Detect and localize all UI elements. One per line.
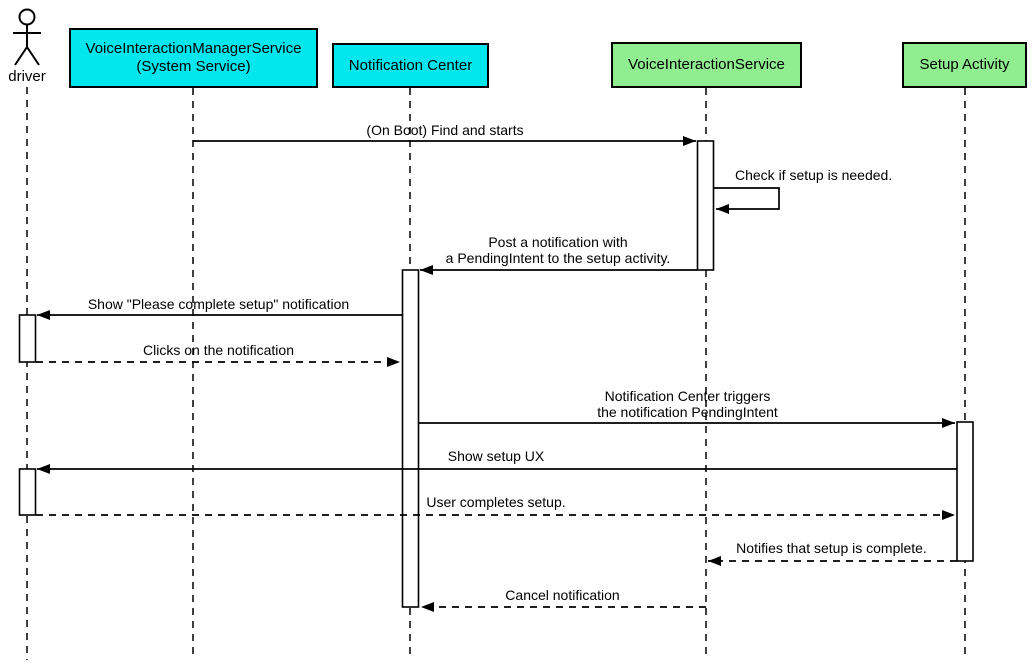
activation-setup <box>956 421 974 562</box>
activation-vis <box>696 140 715 271</box>
message-nc-triggers-pendingintent: Notification Center triggers the notific… <box>597 388 778 420</box>
message-cancel-notification: Cancel notification <box>505 587 620 603</box>
message-show-complete-setup-notification: Show "Please complete setup" notificatio… <box>87 296 350 312</box>
message-show-setup-ux: Show setup UX <box>447 448 545 464</box>
actor-driver-icon <box>13 8 41 66</box>
participant-voice-interaction-manager-service: VoiceInteractionManagerService (System S… <box>69 28 318 88</box>
activation-bars <box>18 140 974 608</box>
message-arrows <box>36 136 957 612</box>
message-on-boot-find-and-starts: (On Boot) Find and starts <box>366 122 524 138</box>
message-clicks-on-notification: Clicks on the notification <box>143 342 294 358</box>
message-user-completes-setup: User completes setup. <box>426 494 566 510</box>
participant-notification-center: Notification Center <box>332 43 489 88</box>
participant-setup-activity: Setup Activity <box>902 42 1027 88</box>
activation-driver2 <box>18 468 37 516</box>
message-post-notification: Post a notification with a PendingIntent… <box>445 234 671 266</box>
participant-driver-label: driver <box>8 68 46 85</box>
message-notifies-setup-complete: Notifies that setup is complete. <box>736 540 927 556</box>
message-check-if-setup-needed: Check if setup is needed. <box>735 167 893 183</box>
participant-voice-interaction-service: VoiceInteractionService <box>611 42 802 88</box>
activation-nc <box>401 269 420 608</box>
arrow-check-if-setup-needed <box>714 187 780 214</box>
activation-driver1 <box>18 314 37 363</box>
